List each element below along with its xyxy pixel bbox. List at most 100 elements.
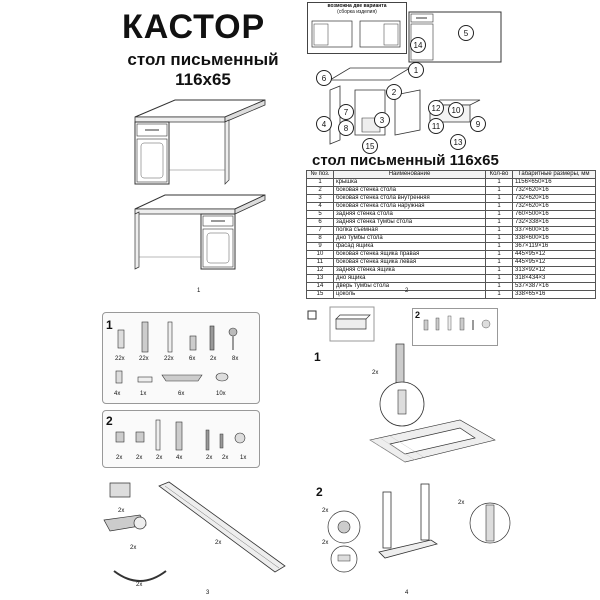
cell-name: крышка [333,178,486,187]
page-number-1: 1 [197,288,201,294]
cell-pos: 10 [306,250,334,259]
cell-name: дно тумбы стола [333,234,486,243]
hw1-count-2: 22x [139,356,149,362]
variant-note-line2: (сборка изделия) [337,9,377,15]
cell-qty: 1 [485,258,513,267]
col-name: Наименование [333,170,486,179]
cell-qty: 1 [485,194,513,203]
cell-name: задняя стенка тумбы стола [333,218,486,227]
cell-qty: 1 [485,282,513,291]
page-number-4: 4 [405,590,409,596]
drawer-thumb-icon [307,306,375,342]
brand-title: КАСТОР [122,8,266,46]
hw1-count-6: 8x [232,356,239,362]
cell-pos: 4 [306,202,334,211]
product-name: стол письменный [127,50,279,69]
label-circle-9: 9 [470,116,486,132]
label-circle-1: 1 [408,62,424,78]
cell-dims: 1156×650×16 [512,178,596,187]
hardware-step-2: 2 [106,414,113,428]
cell-qty: 1 [485,274,513,283]
cell-pos: 9 [306,242,334,251]
parts-table-header: № поз. Наименование Кол-во Габаритные ра… [306,170,596,179]
dowel-detail [379,343,425,427]
cell-dims: 760×500×16 [512,210,596,219]
assembly-step-2: 2 [316,485,323,499]
cell-dims: 445×95×12 [512,250,596,259]
cell-name: задняя стенка стола [333,210,486,219]
hw2-count-2: 2x [136,455,143,461]
cell-name: цоколь [333,290,486,299]
hw1-count-4: 6x [189,356,196,362]
hardware-box-1 [102,312,260,404]
cell-qty: 1 [485,242,513,251]
mini-hardware-step: 2 [415,310,421,320]
cell-dims: 732×620×16 [512,202,596,211]
detail-count-1: 2x [372,370,379,376]
cell-qty: 1 [485,250,513,259]
rail-count: 2x [215,540,222,546]
cell-pos: 5 [306,210,334,219]
hw1b-count-1: 4x [114,391,121,397]
cell-dims: 445×95×12 [512,258,596,267]
cell-qty: 1 [485,218,513,227]
parts-table: № поз. Наименование Кол-во Габаритные ра… [306,170,596,299]
label-circle-7: 7 [338,104,354,120]
page-number-2: 2 [405,288,409,294]
mini-hardware-icons [423,315,491,331]
page-number-3: 3 [206,590,210,596]
cell-dims: 537×387×16 [512,282,596,291]
detail-count-2: 2x [322,508,329,514]
hw1b-count-3: 6x [178,391,185,397]
hw1-count-1: 22x [115,356,125,362]
cell-pos: 6 [306,218,334,227]
label-circle-14: 14 [410,37,426,53]
side-panels-assembly [378,483,438,559]
cell-qty: 1 [485,202,513,211]
hardware-row-2-icons [115,419,246,451]
hw2-count-3: 2x [156,455,163,461]
label-circle-2: 2 [386,84,402,100]
cell-qty: 1 [485,266,513,275]
detail-count-3: 2x [322,540,329,546]
assembly-step-1: 1 [314,350,321,364]
cell-pos: 3 [306,194,334,203]
hardware-step-1: 1 [106,318,113,332]
label-circle-5: 5 [458,25,474,41]
cell-dims: 732×620×16 [512,194,596,203]
cell-name: боковая стенка стола внутренняя [333,194,486,203]
cell-qty: 1 [485,210,513,219]
cell-name: дно ящика [333,274,486,283]
hinge-count: 2x [118,508,125,514]
parts-table-title: стол письменный 116x65 [312,152,499,169]
cell-qty: 1 [485,178,513,187]
cell-pos: 12 [306,266,334,275]
cell-name: задняя стенка ящика [333,266,486,275]
label-circle-10: 10 [448,102,464,118]
label-circle-13: 13 [450,134,466,150]
label-circle-3: 3 [374,112,390,128]
variant-note-line1: возможна две варианта [327,3,387,9]
cell-qty: 1 [485,226,513,235]
hinge-illustration [103,482,147,532]
zoom-detail-left [327,510,361,573]
hw2-count-1: 2x [116,455,123,461]
hw2-count-7: 1x [240,455,247,461]
col-qty: Кол-во [485,170,513,179]
cell-name: боковая стенка ящика правая [333,250,486,259]
cell-pos: 14 [306,282,334,291]
cell-name: фасад ящика [333,242,486,251]
desk-illustration-1 [134,99,266,185]
hardware-row-1-icons [117,321,238,353]
cell-name: полка съемная [333,226,486,235]
